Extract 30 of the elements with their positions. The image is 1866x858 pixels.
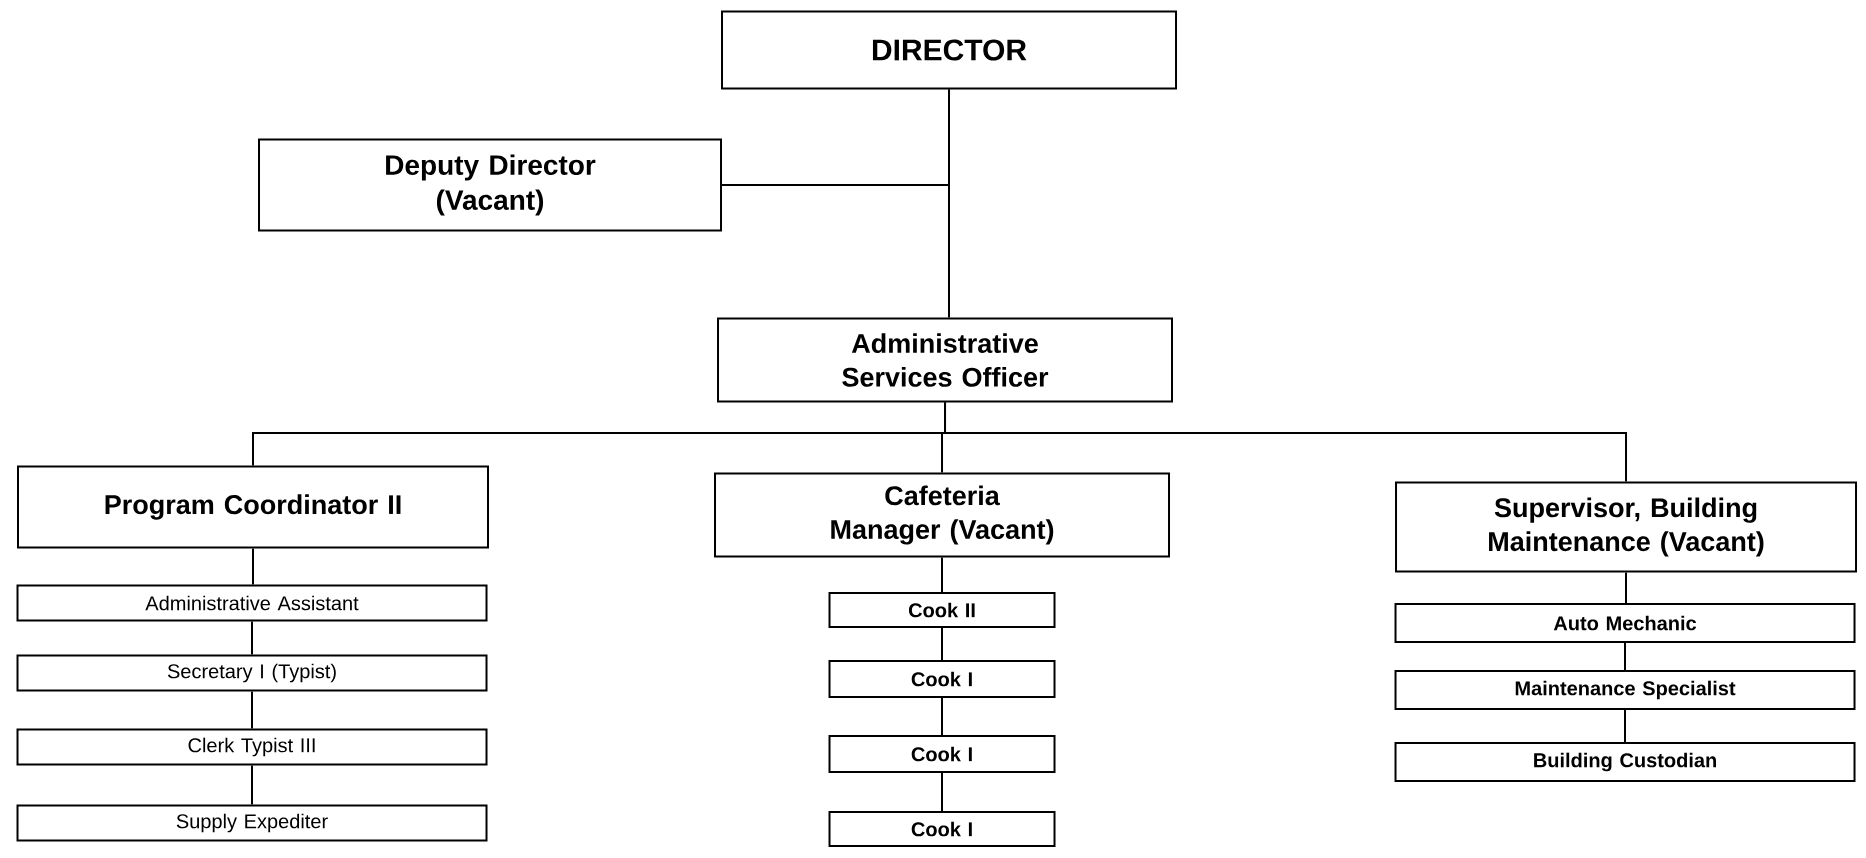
connector-line: [251, 690, 253, 730]
position-box: Supply Expediter: [16, 804, 488, 842]
position-box: Clerk Typist III: [16, 728, 488, 766]
connector-line: [941, 772, 943, 812]
connector-line: [251, 620, 253, 656]
position-box: DIRECTOR: [721, 10, 1177, 90]
connector-line: [1624, 642, 1626, 671]
connector-line: [252, 547, 254, 586]
connector-line: [948, 88, 950, 319]
position-box: Supervisor, Building Maintenance (Vacant): [1395, 481, 1858, 573]
position-box: Deputy Director (Vacant): [258, 138, 722, 232]
position-box: Secretary I (Typist): [16, 654, 488, 692]
connector-line: [941, 556, 943, 593]
position-box: Cook II: [828, 592, 1056, 628]
position-box: Maintenance Specialist: [1394, 670, 1856, 710]
connector-line: [251, 764, 253, 806]
position-box: Building Custodian: [1394, 742, 1856, 782]
connector-line: [941, 627, 943, 661]
connector-line: [944, 401, 1627, 483]
connector-line: [941, 697, 943, 736]
position-box: Program Coordinator II: [17, 465, 489, 549]
position-box: Administrative Assistant: [16, 584, 488, 622]
position-box: Cook I: [828, 660, 1056, 698]
position-box: Cook I: [828, 735, 1056, 773]
position-box: Administrative Services Officer: [717, 317, 1173, 403]
connector-line: [1625, 571, 1627, 604]
position-box: Cook I: [828, 811, 1056, 847]
connector-line: [1624, 709, 1626, 743]
position-box: Auto Mechanic: [1394, 603, 1856, 643]
position-box: Cafeteria Manager (Vacant): [714, 472, 1170, 558]
